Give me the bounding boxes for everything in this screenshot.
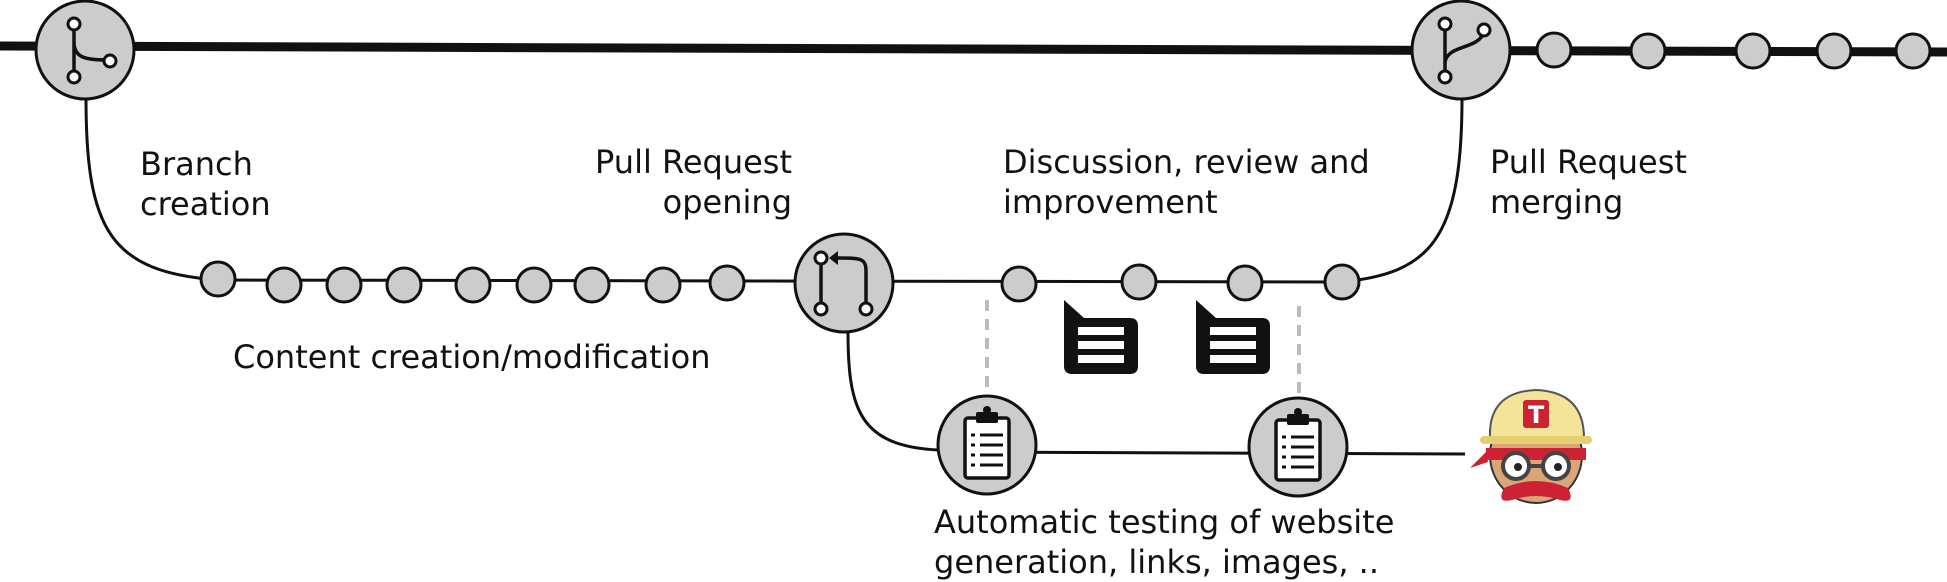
testing-branch-curve [846, 331, 939, 452]
main-commits [1535, 31, 1932, 70]
feature-commits [199, 260, 1361, 304]
feature-commit [385, 266, 423, 304]
feature-commit [265, 266, 303, 304]
label-branch-creation-1: Branch [140, 145, 253, 183]
label-discussion-1: Discussion, review and [1003, 143, 1370, 181]
main-branch-line [0, 41, 1947, 57]
feature-commit [325, 266, 363, 304]
feature-commit [454, 266, 492, 304]
label-content-creation: Content creation/modification [233, 338, 710, 376]
main-commit [1629, 32, 1667, 70]
clipboard-icon [936, 394, 1038, 496]
feature-commit [515, 266, 553, 304]
feature-commit [1323, 263, 1361, 301]
pull-request-icon [793, 232, 895, 334]
feature-commit [644, 266, 682, 304]
comment-icon [1196, 300, 1270, 374]
label-pr-merging-1: Pull Request [1490, 143, 1687, 181]
label-pr-opening-2: opening [663, 183, 792, 221]
label-pr-merging-2: merging [1490, 183, 1623, 221]
main-commit [1535, 31, 1573, 69]
git-branch-icon [34, 0, 136, 101]
label-pr-opening-1: Pull Request [595, 143, 792, 181]
travis-ci-mascot: T [1470, 388, 1592, 504]
mascot-letter: T [1528, 401, 1545, 429]
feature-commit [1000, 265, 1038, 303]
feature-commit [199, 260, 237, 298]
clipboard-icon [1247, 396, 1349, 498]
main-commit [1734, 32, 1772, 70]
label-discussion-2: improvement [1003, 183, 1218, 221]
main-commit [1815, 32, 1853, 70]
label-auto-testing-1: Automatic testing of website [934, 503, 1394, 541]
feature-commit [1226, 264, 1264, 302]
label-branch-creation-2: creation [140, 185, 271, 223]
feature-commit [708, 264, 746, 302]
feature-commit [1120, 263, 1158, 301]
git-merge-icon [1410, 0, 1512, 101]
main-commit [1894, 32, 1932, 70]
merge-curve [1339, 97, 1464, 284]
feature-branch-curve [84, 97, 219, 282]
label-auto-testing-2: generation, links, images, .. [934, 543, 1379, 581]
feature-commit [573, 266, 611, 304]
comment-icon [1064, 300, 1138, 374]
